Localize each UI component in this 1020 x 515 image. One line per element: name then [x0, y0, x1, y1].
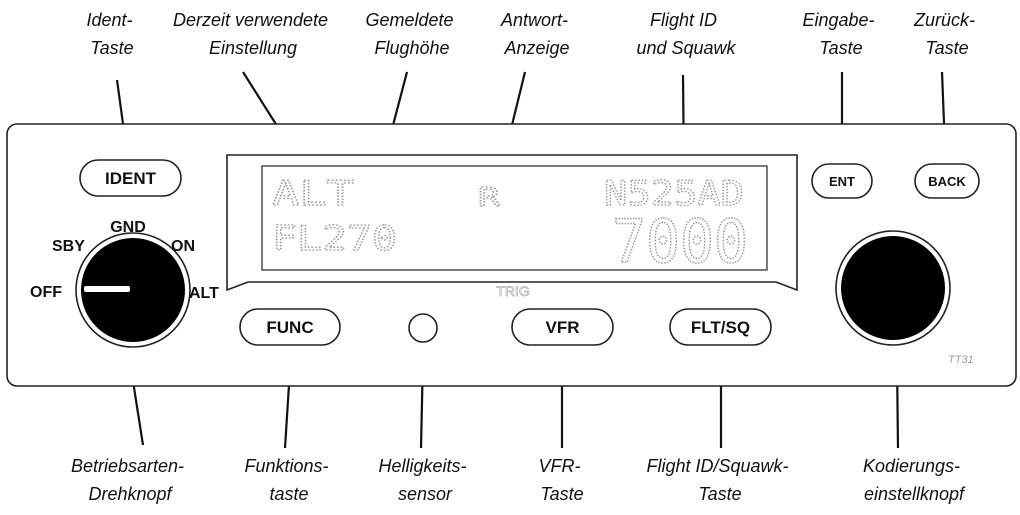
callout-ident-key: Ident- Taste	[86, 10, 137, 58]
callout-function-key: Funktions- taste	[244, 456, 333, 504]
mode-selector-knob[interactable]	[75, 232, 191, 348]
display-reply-indicator: R	[478, 183, 500, 213]
func-button[interactable]: FUNC	[239, 308, 341, 346]
ent-button-label: ENT	[829, 174, 855, 189]
callout-mode-knob: Betriebsarten- Drehknopf	[71, 456, 189, 504]
callout-reply-indicator: Antwort- Anzeige	[500, 10, 573, 58]
callout-flt-sq-key: Flight ID/Squawk- Taste	[646, 456, 793, 504]
display-flight-level: FL270	[272, 219, 397, 259]
model-label: TT31	[948, 354, 974, 366]
flt-sq-button-label: FLT/SQ	[691, 318, 750, 337]
ent-button[interactable]: ENT	[811, 163, 873, 199]
display-squawk: 7000	[612, 207, 748, 277]
mode-position-on: ON	[171, 238, 195, 255]
callout-enter-key: Eingabe- Taste	[802, 10, 879, 58]
func-button-label: FUNC	[266, 318, 313, 337]
mode-position-off: OFF	[30, 284, 62, 301]
mode-position-sby: SBY	[52, 238, 85, 255]
mode-knob-pointer	[84, 286, 130, 292]
callout-brightness-sensor: Helligkeits- sensor	[378, 456, 471, 504]
display-mode: ALT	[272, 174, 354, 214]
callout-reported-altitude: Gemeldete Flughöhe	[365, 10, 458, 58]
vfr-button-label: VFR	[546, 318, 580, 337]
callout-current-setting: Derzeit verwendete Einstellung	[173, 10, 333, 58]
callout-back-key: Zurück- Taste	[913, 10, 980, 58]
ident-button-label: IDENT	[105, 169, 157, 188]
back-button-label: BACK	[928, 174, 966, 189]
ident-button[interactable]: IDENT	[79, 159, 182, 197]
display-screen	[261, 165, 768, 271]
flt-sq-button[interactable]: FLT/SQ	[669, 308, 772, 346]
mode-position-gnd: GND	[110, 219, 146, 236]
vfr-button[interactable]: VFR	[511, 308, 614, 346]
mode-position-alt: ALT	[189, 285, 219, 302]
callout-code-knob: Kodierungs- einstellknopf	[863, 456, 966, 504]
back-button[interactable]: BACK	[914, 163, 980, 199]
brightness-sensor	[408, 313, 438, 343]
callout-vfr-key: VFR- Taste	[538, 456, 585, 504]
display-flight-id: N525AD	[604, 174, 744, 214]
code-selector-knob[interactable]	[835, 230, 951, 346]
brand-logo: TRIG	[496, 283, 529, 299]
callout-flight-id-squawk: Flight ID und Squawk	[636, 10, 736, 58]
